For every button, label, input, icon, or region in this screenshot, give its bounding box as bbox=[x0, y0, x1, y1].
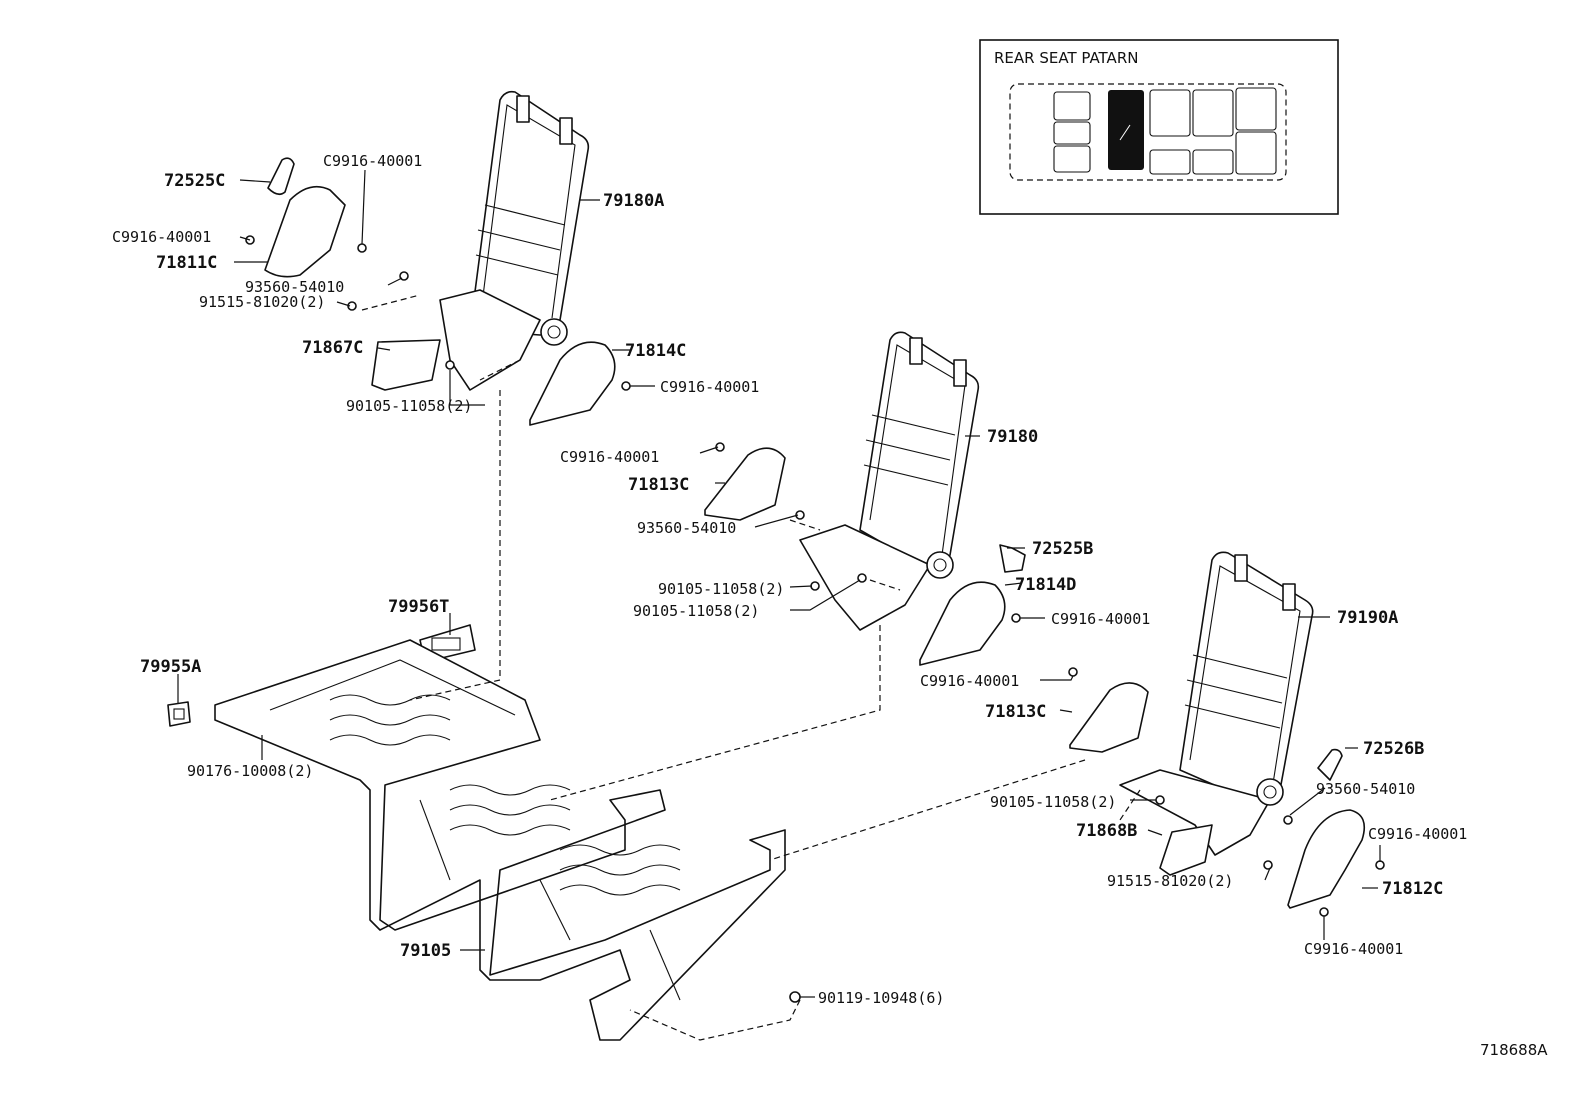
seat-back-frame-79180a bbox=[439, 90, 590, 391]
part-72525b bbox=[999, 544, 1026, 573]
label-c9916-40001-a: C9916-40001 bbox=[323, 152, 422, 170]
seat-back-frame-79180 bbox=[799, 331, 980, 631]
label-c9916-40001-f: C9916-40001 bbox=[920, 672, 1019, 690]
label-91515-81020-b: 91515-81020(2) bbox=[1107, 872, 1233, 890]
label-c9916-40001-d: C9916-40001 bbox=[560, 448, 659, 466]
part-79955a bbox=[167, 701, 191, 727]
label-91515-81020-a: 91515-81020(2) bbox=[199, 293, 325, 311]
label-71868b: 71868B bbox=[1076, 821, 1137, 841]
label-71814d: 71814D bbox=[1015, 575, 1076, 595]
label-79190a: 79190A bbox=[1337, 608, 1398, 628]
label-93560-54010-c: 93560-54010 bbox=[1316, 780, 1415, 798]
figure-id: 718688A bbox=[1480, 1041, 1548, 1059]
label-90119-10948: 90119-10948(6) bbox=[818, 989, 944, 1007]
part-71814c bbox=[529, 341, 616, 426]
part-71814d bbox=[919, 581, 1006, 666]
small-components bbox=[167, 157, 1385, 1003]
label-72525b: 72525B bbox=[1032, 539, 1093, 559]
part-72525c bbox=[267, 157, 295, 196]
label-72525c: 72525C bbox=[164, 171, 225, 191]
label-c9916-40001-h: C9916-40001 bbox=[1304, 940, 1403, 958]
label-71811c: 71811C bbox=[156, 253, 217, 273]
label-93560-54010-a: 93560-54010 bbox=[245, 278, 344, 296]
label-72526b: 72526B bbox=[1363, 739, 1424, 759]
label-71867c: 71867C bbox=[302, 338, 363, 358]
label-71812c: 71812C bbox=[1382, 879, 1443, 899]
label-71813c-middle: 71813C bbox=[628, 475, 689, 495]
label-93560-54010-b: 93560-54010 bbox=[637, 519, 736, 537]
part-71868b bbox=[1159, 824, 1213, 876]
label-71814c: 71814C bbox=[625, 341, 686, 361]
label-c9916-40001-b: C9916-40001 bbox=[112, 228, 211, 246]
label-c9916-40001-g: C9916-40001 bbox=[1368, 825, 1467, 843]
label-71813c-right: 71813C bbox=[985, 702, 1046, 722]
label-90176-10008: 90176-10008(2) bbox=[187, 762, 313, 780]
label-c9916-40001-c: C9916-40001 bbox=[660, 378, 759, 396]
leader-lines bbox=[177, 169, 1381, 998]
pattern-box-title: REAR SEAT PATARN bbox=[994, 49, 1138, 67]
part-71813c-middle bbox=[704, 447, 786, 521]
selected-seat-highlight bbox=[1108, 90, 1144, 170]
rear-seat-pattern-box: REAR SEAT PATARN bbox=[979, 39, 1339, 215]
label-90105-11058-d: 90105-11058(2) bbox=[990, 793, 1116, 811]
label-79956t: 79956T bbox=[388, 597, 449, 617]
seat-cushion-frame-79105 bbox=[214, 639, 786, 1041]
label-90105-11058-b: 90105-11058(2) bbox=[658, 580, 784, 598]
label-90105-11058-c: 90105-11058(2) bbox=[633, 602, 759, 620]
part-71813c-right bbox=[1069, 682, 1149, 753]
pattern-seat-grid bbox=[1053, 87, 1277, 175]
label-79105: 79105 bbox=[400, 941, 451, 961]
part-71811c bbox=[264, 185, 346, 278]
label-79180: 79180 bbox=[987, 427, 1038, 447]
part-71812c bbox=[1287, 809, 1366, 909]
part-labels: 72525C C9916-40001 79180A C9916-40001 71… bbox=[112, 152, 1467, 1007]
assembly-dashed-lines bbox=[361, 294, 1141, 1041]
seat-back-frame-79190a bbox=[1119, 551, 1314, 856]
part-71867c bbox=[371, 339, 441, 391]
part-72526b bbox=[1317, 748, 1343, 781]
label-90105-11058-a: 90105-11058(2) bbox=[346, 397, 472, 415]
label-79955a: 79955A bbox=[140, 657, 201, 677]
label-79180a: 79180A bbox=[603, 191, 664, 211]
label-c9916-40001-e: C9916-40001 bbox=[1051, 610, 1150, 628]
